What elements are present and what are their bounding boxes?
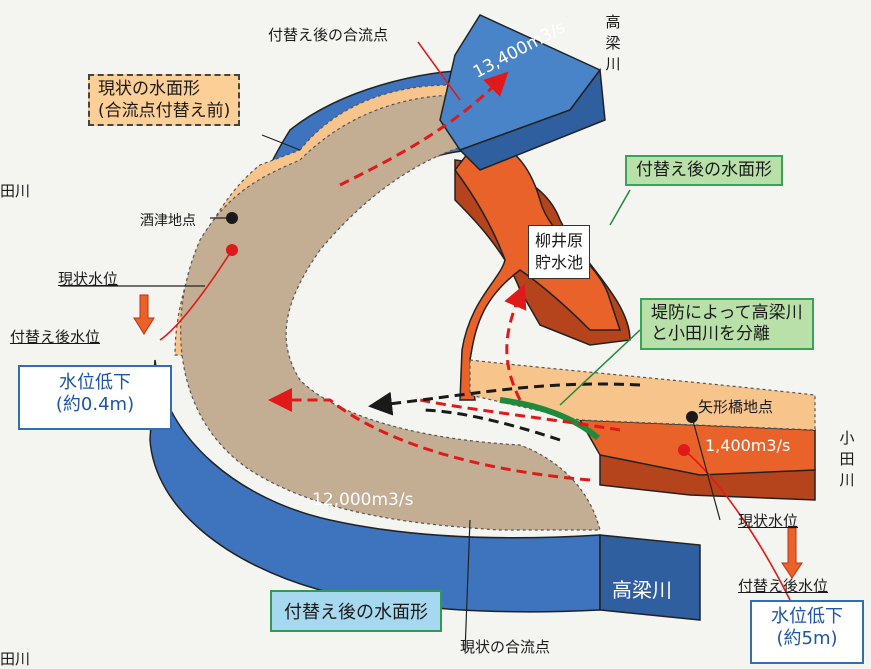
current-surface-right — [469, 359, 816, 431]
current-level-left-label: 現状水位 — [58, 270, 119, 288]
sakazu-point-red — [226, 244, 238, 256]
callout-yagata — [691, 416, 721, 521]
after-level-left-label: 付替え後水位 — [10, 328, 101, 346]
takahashi-top-label: 高梁川 — [605, 13, 621, 73]
edge-bottom-label: 田川 — [0, 650, 31, 668]
after-surface-top-box: 付替え後の水面形 — [625, 155, 783, 186]
callout-goryu-current — [464, 519, 471, 653]
reservoir-line1: 柳井原 — [535, 231, 584, 250]
levee-line2: と小田川を分離 — [651, 324, 770, 344]
yagata-point-red — [678, 444, 690, 456]
current-surface-box: 現状の水面形 (合流点付替え前) — [88, 74, 241, 126]
current-surface-line1: 現状の水面形 — [98, 79, 200, 99]
levee-box: 堤防によって高梁川 と小田川を分離 — [640, 298, 814, 350]
drop-left-box: 水位低下 (約0.4m) — [18, 365, 172, 430]
callout-goryu-after — [417, 41, 461, 101]
drop-arrow-left — [133, 294, 155, 335]
red-flow-arrow-mid — [419, 398, 621, 432]
red-flow-arrow-bottom — [268, 388, 591, 482]
goryu-current-label: 現状の合流点 — [460, 638, 551, 656]
red-flow-arrow-reservoir — [504, 283, 527, 401]
takahashi-river-front — [599, 534, 701, 621]
red-level-line-right — [683, 449, 791, 601]
takahashi-arrow-side — [458, 68, 606, 171]
channel-bed — [180, 94, 601, 531]
red-level-line-left — [159, 249, 233, 341]
drop-right-line2: (約5m) — [776, 628, 838, 649]
drop-right-line1: 水位低下 — [771, 606, 843, 627]
drop-right-box: 水位低下 (約5m) — [750, 600, 864, 664]
flow-oda-label: 1,400m3/s — [705, 436, 791, 455]
levee-line — [499, 397, 600, 441]
current-level-right-label: 現状水位 — [738, 512, 799, 530]
oda-right-label: 小田川 — [839, 429, 855, 489]
red-flow-arrow-top — [339, 71, 509, 187]
drop-left-line1: 水位低下 — [59, 372, 131, 393]
flow-bottom-label: 12,000m3/s — [312, 490, 414, 510]
sakazu-point-black — [226, 212, 238, 224]
drop-left-line2: (約0.4m) — [55, 394, 135, 415]
yagata-label: 矢形橋地点 — [698, 398, 774, 416]
callout-surface-top — [609, 189, 631, 226]
black-flow-arrow-2 — [419, 408, 561, 442]
levee-line1: 堤防によって高梁川 — [651, 303, 803, 323]
black-flow-arrow — [368, 382, 641, 416]
drop-arrow-right — [781, 527, 803, 579]
reservoir-box: 柳井原 貯水池 — [528, 225, 591, 279]
callout-levee — [559, 329, 641, 406]
goryu-after-label: 付替え後の合流点 — [268, 26, 389, 44]
yagata-point-black — [686, 411, 698, 423]
callout-surface — [261, 134, 301, 151]
after-surface-bottom-box: 付替え後の水面形 — [270, 590, 442, 632]
sakazu-label: 酒津地点 — [140, 213, 196, 229]
reservoir-line2: 貯水池 — [535, 253, 584, 272]
takahashi-bottom-label: 高梁川 — [612, 578, 672, 602]
edge-top-label: 田川 — [0, 182, 31, 200]
current-surface-line2: (合流点付替え前) — [98, 101, 231, 121]
after-level-right-label: 付替え後水位 — [738, 577, 829, 595]
